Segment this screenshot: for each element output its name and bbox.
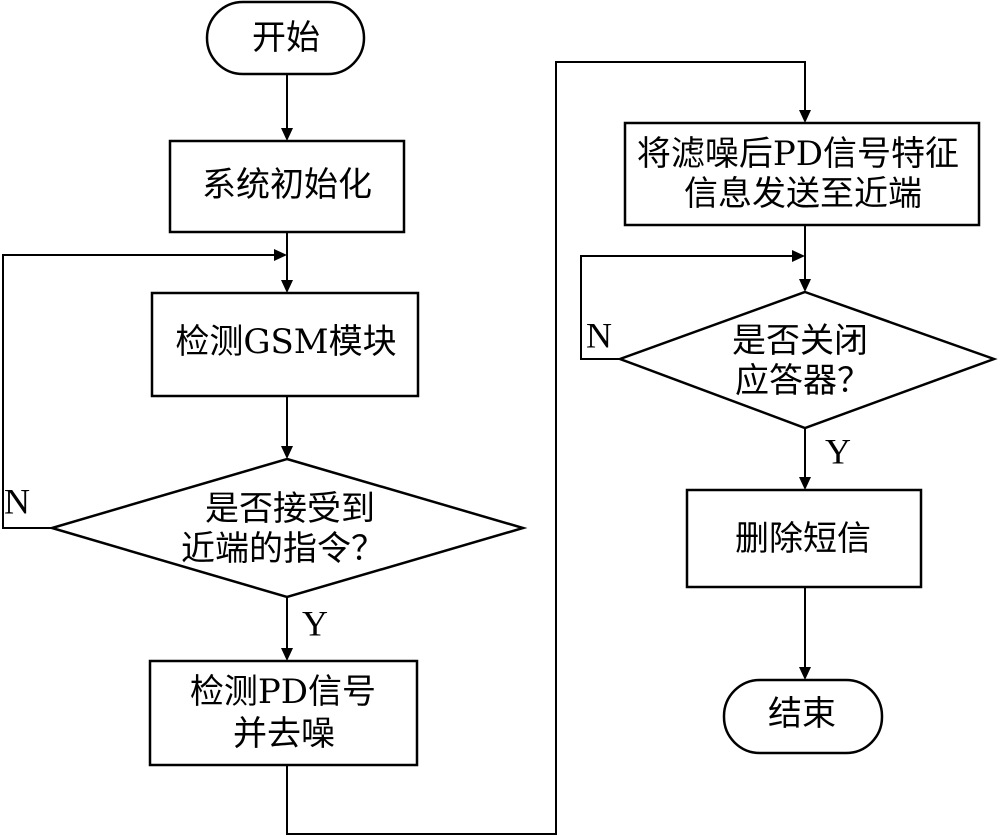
decision-close-line2: 应答器？ bbox=[735, 361, 871, 401]
start-label: 开始 bbox=[252, 18, 320, 58]
arrow-command-yes bbox=[281, 648, 293, 661]
arrow-check-gsm-to-decision bbox=[281, 446, 293, 459]
init-process-box bbox=[168, 139, 406, 234]
command-no-label: N bbox=[4, 481, 30, 521]
arrow-detect-to-send bbox=[799, 110, 811, 123]
arrow-start-to-init bbox=[281, 128, 293, 141]
detect-pd-process-box bbox=[148, 659, 419, 767]
arrow-command-no-loop bbox=[274, 249, 287, 261]
arrow-delete-to-end bbox=[799, 667, 811, 680]
send-info-process-box bbox=[623, 121, 981, 227]
start-terminal bbox=[205, 0, 366, 76]
command-yes-label: Y bbox=[302, 603, 328, 643]
edge-command-no-loop bbox=[2, 254, 276, 529]
detect-pd-line1: 检测PD信号 bbox=[190, 672, 376, 712]
edge-detect-to-send bbox=[286, 61, 806, 835]
end-terminal bbox=[722, 678, 884, 755]
delete-sms-label: 删除短信 bbox=[735, 519, 871, 559]
detect-pd-line2: 并去噪 bbox=[233, 714, 335, 754]
close-yes-label: Y bbox=[825, 431, 851, 471]
check-gsm-label: 检测GSM模块 bbox=[175, 322, 396, 362]
arrow-send-to-decision-close bbox=[799, 279, 811, 292]
delete-sms-process-box bbox=[685, 488, 923, 589]
decision-command-line1: 是否接受到 bbox=[205, 489, 375, 529]
arrow-init-to-check-gsm bbox=[281, 280, 293, 293]
send-info-line1: 将滤噪后PD信号特征 bbox=[637, 134, 959, 174]
edge-close-no-loop bbox=[580, 255, 794, 360]
decision-command-diamond bbox=[47, 457, 528, 599]
decision-command-line2: 近端的指令？ bbox=[181, 529, 385, 569]
check-gsm-process-box bbox=[150, 291, 420, 398]
init-label: 系统初始化 bbox=[202, 165, 372, 205]
arrow-close-no-loop bbox=[792, 250, 805, 262]
arrow-close-yes bbox=[799, 477, 811, 490]
end-label: 结束 bbox=[768, 694, 836, 734]
close-no-label: N bbox=[586, 315, 612, 355]
decision-close-line1: 是否关闭 bbox=[732, 321, 868, 361]
decision-close-diamond bbox=[616, 290, 998, 430]
send-info-line2: 信息发送至近端 bbox=[684, 174, 922, 214]
